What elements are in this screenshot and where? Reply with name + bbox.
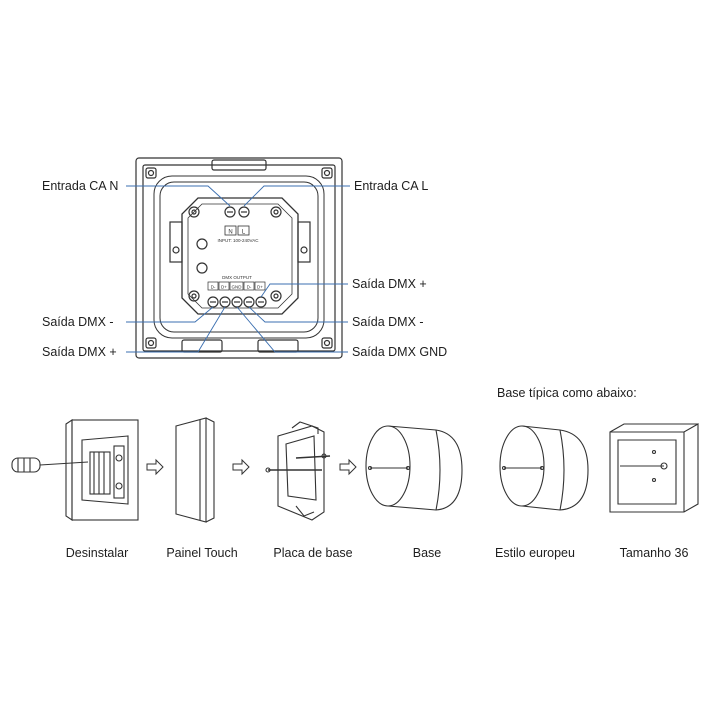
european-base-drawing	[499, 425, 589, 511]
box-36-drawing	[609, 423, 699, 513]
step-caption-base: Base	[412, 546, 442, 560]
step-caption-base-plate: Placa de base	[273, 546, 353, 560]
panel-rear-view	[135, 157, 343, 359]
label-input-ac-n: Entrada CA N	[42, 179, 119, 193]
label-dmx-minus-left: Saída DMX -	[42, 315, 114, 329]
step-caption-uninstall: Desinstalar	[65, 546, 129, 560]
step-caption-european-style: Estilo europeu	[495, 546, 575, 560]
screwdriver-icon	[11, 457, 89, 473]
dmx-output-text: DMX OUTPUT	[222, 275, 252, 280]
label-dmx-minus-right: Saída DMX -	[352, 315, 424, 329]
dmx-terminal-label: D-	[247, 285, 252, 290]
label-dmx-gnd: Saída DMX GND	[352, 345, 448, 359]
installation-steps	[11, 417, 699, 523]
step-caption-size-36: Tamanho 36	[619, 546, 689, 560]
round-base-drawing	[365, 425, 463, 511]
dmx-terminal-label: D+	[257, 285, 263, 290]
dmx-terminal-label: D-	[211, 285, 216, 290]
dmx-terminal-label: GND	[232, 285, 243, 290]
step-caption-touch-panel: Painel Touch	[166, 546, 238, 560]
dmx-terminal-label: D+	[221, 285, 227, 290]
arrow-right-icon	[146, 458, 357, 476]
typical-base-note: Base típica como abaixo:	[497, 386, 637, 400]
label-input-ac-l: Entrada CA L	[354, 179, 429, 193]
input-rating-text: INPUT: 100-240VAC	[218, 238, 260, 243]
leader-lines	[126, 185, 350, 353]
panel-uninstall-drawing	[65, 418, 139, 522]
corner-screw-icon	[145, 167, 333, 349]
label-dmx-plus-left: Saída DMX +	[42, 345, 117, 359]
touch-panel-drawing	[175, 417, 215, 523]
terminal-n-label: N	[228, 230, 232, 236]
dmx-terminal-labels: D- D+ GND D- D+	[211, 285, 264, 290]
label-dmx-plus-right: Saída DMX +	[352, 277, 427, 291]
base-plate-drawing	[265, 421, 331, 521]
terminal-l-label: L	[242, 230, 246, 236]
